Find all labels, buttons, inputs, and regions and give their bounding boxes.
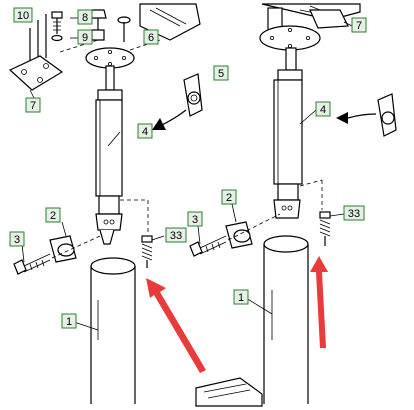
callout-7-left: 7 — [25, 97, 41, 113]
callout-9-left: 9 — [77, 29, 93, 45]
left-nut-8 — [89, 9, 107, 41]
svg-text:3: 3 — [14, 234, 20, 246]
left-bolt-6 — [117, 16, 131, 42]
callout-33-right: 33 — [343, 205, 365, 221]
callout-10: 10 — [13, 7, 33, 23]
right-gas-strut — [273, 47, 303, 219]
svg-text:2: 2 — [226, 192, 232, 204]
svg-text:8: 8 — [82, 12, 88, 24]
left-red-arrow — [146, 278, 206, 373]
left-clip-5 — [183, 73, 203, 117]
callout-6-left: 6 — [143, 29, 159, 45]
callout-3-right: 3 — [187, 211, 203, 227]
callout-1-left: 1 — [61, 313, 77, 329]
svg-text:3: 3 — [192, 214, 198, 226]
left-spring-33 — [141, 235, 153, 268]
callout-7-right: 7 — [351, 17, 367, 33]
left-bolt-3 — [13, 253, 51, 275]
callout-4-right: 4 — [315, 101, 331, 117]
right-red-arrow — [310, 256, 328, 348]
left-gas-strut — [95, 65, 123, 245]
left-washer-9 — [51, 34, 63, 42]
svg-text:4: 4 — [320, 104, 326, 116]
svg-text:1: 1 — [66, 316, 72, 328]
callout-33-left: 33 — [165, 227, 187, 243]
callout-2-right: 2 — [221, 189, 237, 205]
svg-text:5: 5 — [218, 68, 224, 80]
svg-text:10: 10 — [17, 10, 29, 22]
bottom-machinery — [195, 377, 263, 407]
left-mount-bracket — [8, 14, 64, 91]
right-lower-tube-1 — [263, 235, 309, 404]
right-piston-mount-plate — [259, 25, 321, 51]
svg-text:9: 9 — [82, 32, 88, 44]
callout-8-left: 8 — [77, 9, 93, 25]
callout-5-left: 5 — [213, 65, 229, 81]
svg-text:6: 6 — [148, 32, 154, 44]
svg-text:33: 33 — [348, 208, 360, 220]
right-bolt-3 — [189, 235, 227, 257]
svg-text:2: 2 — [50, 210, 56, 222]
callout-4-left: 4 — [137, 123, 153, 139]
left-bracket-2 — [49, 235, 77, 263]
callout-2-left: 2 — [45, 207, 61, 223]
right-clip-5 — [377, 93, 397, 137]
callout-1-right: 1 — [233, 289, 249, 305]
svg-text:7: 7 — [30, 100, 36, 112]
right-bracket-2 — [225, 221, 253, 249]
svg-text:7: 7 — [356, 20, 362, 32]
left-piston-mount-plate — [85, 47, 135, 69]
svg-text:33: 33 — [170, 230, 182, 242]
svg-text:4: 4 — [142, 126, 148, 138]
right-spring-33 — [319, 211, 331, 246]
svg-text:1: 1 — [238, 292, 244, 304]
callout-3-left: 3 — [9, 231, 25, 247]
left-screw-8 — [51, 11, 63, 34]
left-lower-tube-1 — [90, 257, 136, 404]
